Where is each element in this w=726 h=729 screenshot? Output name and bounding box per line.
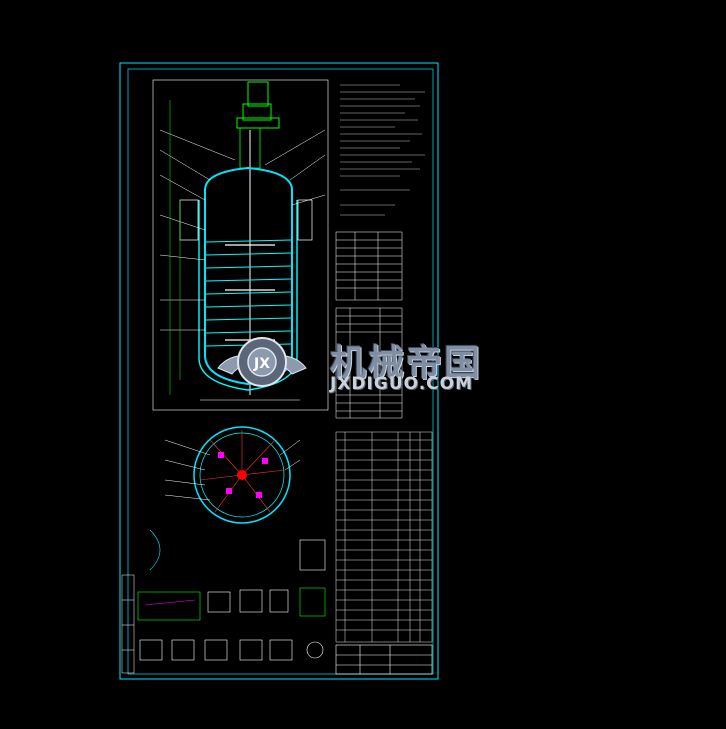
sheet-outer-border [119, 62, 439, 680]
technical-data-table [335, 231, 403, 301]
detail-views [137, 529, 326, 661]
svg-text:JX: JX [253, 356, 270, 372]
nozzle-table [335, 307, 403, 419]
watermark-en-text: JXDIGUO.COM [330, 374, 474, 394]
notes-block [340, 84, 425, 216]
top-plan-view [164, 426, 301, 524]
vessel-shell [204, 166, 293, 386]
revision-strip [121, 574, 135, 674]
gear-wings-logo-icon: JX [217, 337, 307, 387]
watermark-cn-text: 机械帝国 [330, 343, 483, 384]
sheet-inner-border [127, 68, 434, 675]
parts-list [335, 431, 433, 643]
motor [247, 81, 269, 107]
title-block [335, 644, 433, 675]
